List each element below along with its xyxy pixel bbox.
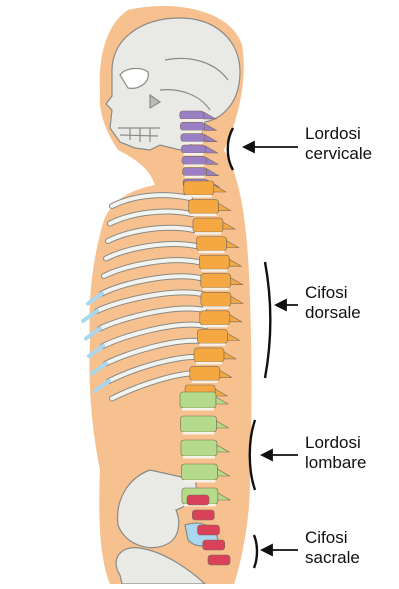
lumbar-arrow <box>262 450 298 460</box>
label-dorsal-line1: Cifosi <box>305 283 361 303</box>
label-lumbar-line2: lombare <box>305 453 366 473</box>
lumbar-curve-bracket <box>250 420 255 490</box>
label-cervical-line1: Lordosi <box>305 124 372 144</box>
label-sacral-line1: Cifosi <box>305 528 360 548</box>
sacral-arrow <box>262 545 298 555</box>
label-dorsal-line2: dorsale <box>305 303 361 323</box>
cervical-arrow <box>244 142 298 152</box>
label-dorsal-kyphosis: Cifosi dorsale <box>305 283 361 323</box>
sacral-curve-bracket <box>254 535 257 568</box>
dorsal-curve-bracket <box>265 262 270 378</box>
dorsal-arrow <box>276 300 298 310</box>
label-sacral-line2: sacrale <box>305 548 360 568</box>
label-sacral-kyphosis: Cifosi sacrale <box>305 528 360 568</box>
cervical-curve-bracket <box>228 128 233 170</box>
label-cervical-line2: cervicale <box>305 144 372 164</box>
label-lumbar-lordosis: Lordosi lombare <box>305 433 366 473</box>
label-cervical-lordosis: Lordosi cervicale <box>305 124 372 164</box>
label-lumbar-line1: Lordosi <box>305 433 366 453</box>
